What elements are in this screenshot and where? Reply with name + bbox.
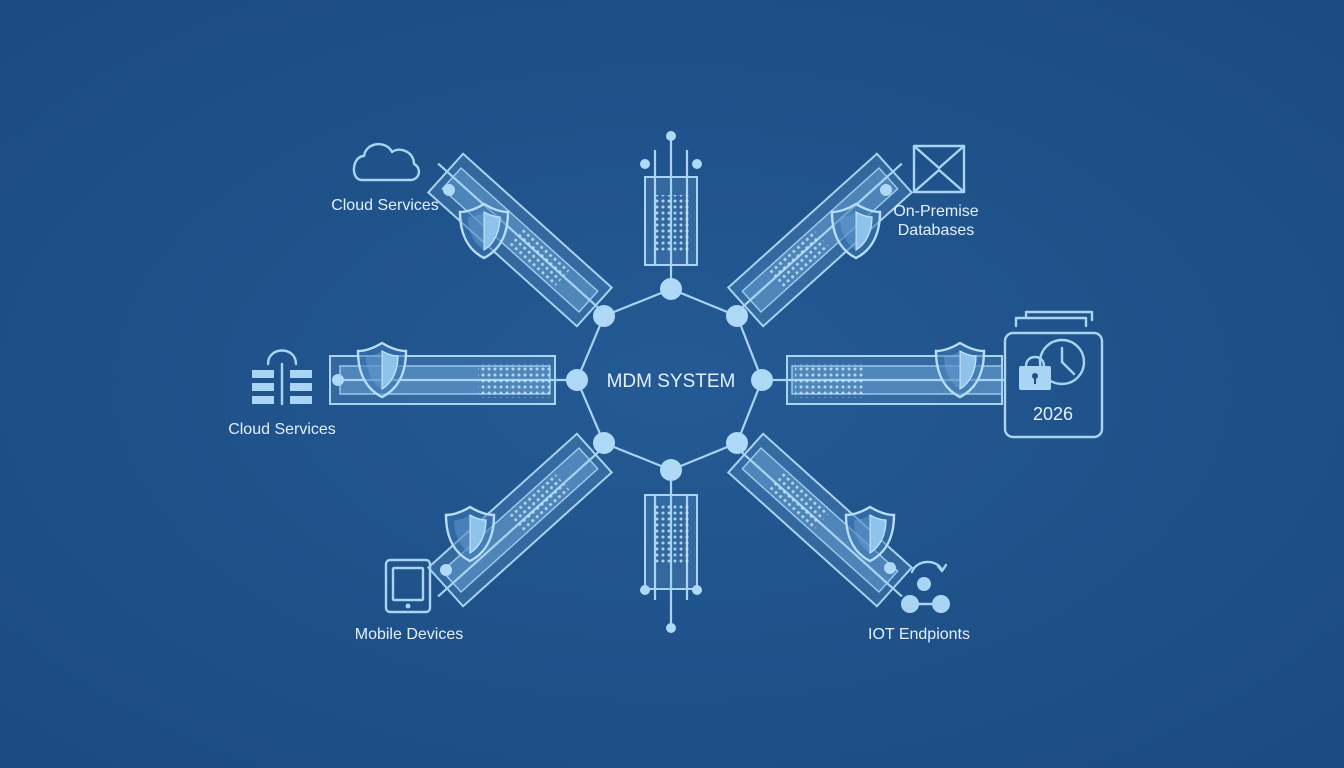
channel-bottom-left [426, 432, 614, 608]
source-cloud-services-mid: Cloud Services [228, 349, 336, 438]
hub-label: MDM SYSTEM [607, 371, 736, 392]
svg-text:2026: 2026 [1033, 404, 1073, 424]
hub-node [726, 432, 748, 454]
svg-text:IOT Endpionts: IOT Endpionts [868, 626, 970, 643]
source-on-premise-databases: On-Premise Databases [893, 144, 979, 239]
server-stack-icon [252, 349, 312, 406]
svg-text:On-Premise: On-Premise [893, 203, 978, 220]
envelope-icon [912, 144, 966, 194]
source-year-card: 2026 [1003, 310, 1104, 439]
iot-nodes-icon [901, 560, 950, 613]
source-iot-endpoints: IOT Endpionts [868, 560, 970, 643]
channel-left [329, 341, 566, 405]
channel-top-right [726, 152, 914, 328]
svg-text:Databases: Databases [898, 222, 975, 239]
channel-right [773, 341, 1004, 405]
svg-text:Cloud Services: Cloud Services [228, 421, 336, 438]
cloud-icon [352, 143, 421, 182]
channel-bottom-right [726, 432, 914, 608]
hub-node [660, 459, 682, 481]
hub-node [726, 305, 748, 327]
svg-text:Cloud Services: Cloud Services [331, 197, 439, 214]
channel-top [640, 131, 702, 278]
mdm-hub: MDM SYSTEM [566, 278, 773, 481]
hub-node [751, 369, 773, 391]
hub-node [566, 369, 588, 391]
channel-bottom [640, 481, 702, 633]
svg-text:Mobile Devices: Mobile Devices [355, 626, 463, 643]
source-cloud-services-top: Cloud Services [331, 143, 439, 214]
hub-node [593, 432, 615, 454]
hub-node [660, 278, 682, 300]
tablet-icon [384, 558, 432, 614]
lock-clock-icon [1019, 338, 1086, 390]
channel-top-left [426, 152, 614, 328]
hub-node [593, 305, 615, 327]
source-mobile-devices: Mobile Devices [355, 558, 463, 643]
